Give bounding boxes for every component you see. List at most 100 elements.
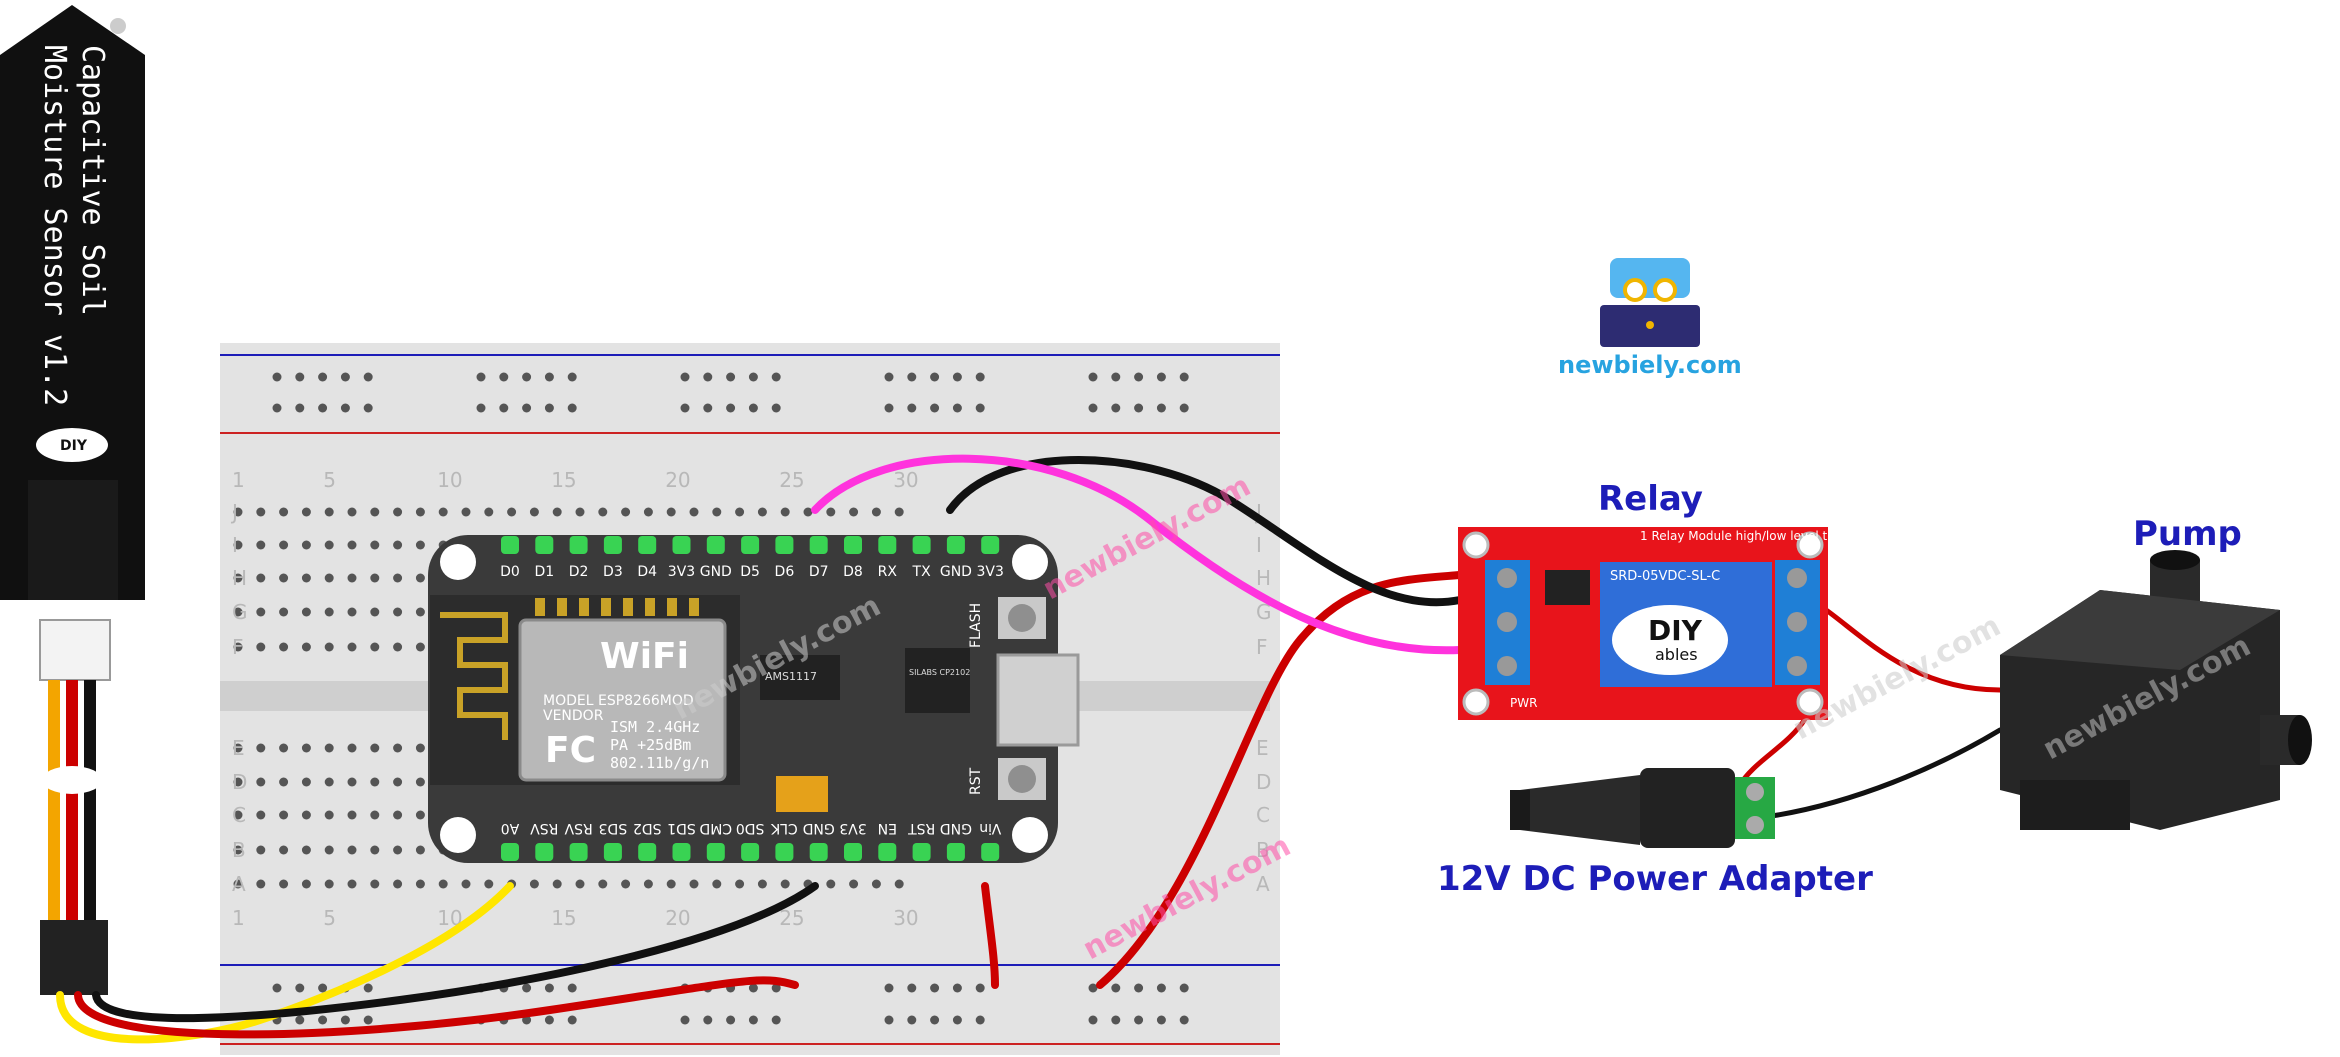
- pin-label-bottom: GND: [803, 820, 835, 836]
- power-rail-hole: [340, 372, 350, 382]
- header-pin: [981, 536, 1000, 554]
- breadboard-hole: [233, 810, 243, 820]
- header-pin: [501, 536, 519, 554]
- power-rail-hole: [1088, 983, 1098, 993]
- breadboard-hole: [393, 540, 403, 550]
- power-rail-hole: [363, 983, 373, 993]
- wire-magenta-signal: [811, 454, 1464, 655]
- breadboard-hole: [256, 642, 266, 652]
- wifi-logo-text: WiFi: [600, 636, 689, 677]
- adapter-label: 12V DC Power Adapter: [1437, 859, 1873, 899]
- dc-power-adapter: [1510, 768, 1775, 848]
- power-rail-hole: [907, 1015, 917, 1025]
- breadboard-hole: [324, 540, 334, 550]
- power-rail-hole: [499, 403, 509, 413]
- row-letter: D: [232, 770, 247, 794]
- power-rail-hole: [703, 1015, 713, 1025]
- pin-label-bottom: RSV: [564, 820, 593, 836]
- header-pin: [535, 843, 554, 861]
- power-rail-hole: [884, 403, 894, 413]
- header-pin: [912, 536, 931, 554]
- power-rail-hole: [272, 983, 282, 993]
- power-rail-hole: [544, 1015, 554, 1025]
- column-number: 25: [779, 906, 804, 930]
- breadboard-hole: [324, 607, 334, 617]
- power-rail-hole: [930, 983, 940, 993]
- breadboard-hole: [484, 507, 494, 517]
- breadboard-hole: [780, 507, 790, 517]
- power-rail-hole: [1134, 983, 1144, 993]
- breadboard-hole: [393, 777, 403, 787]
- breadboard-hole: [370, 607, 380, 617]
- power-rail-hole: [884, 372, 894, 382]
- module-pad: [667, 598, 677, 616]
- header-pin: [775, 843, 794, 861]
- module-vendor-text: VENDOR: [543, 708, 604, 724]
- column-number: 30: [893, 906, 918, 930]
- breadboard-hole: [415, 642, 425, 652]
- breadboard-hole: [757, 507, 767, 517]
- power-rail-hole: [771, 1015, 781, 1025]
- row-letter: I: [1256, 533, 1262, 557]
- flash-button: [998, 597, 1046, 639]
- power-rail-hole: [1134, 1015, 1144, 1025]
- breadboard-hole: [256, 540, 266, 550]
- power-rail-hole: [363, 403, 373, 413]
- breadboard-hole: [324, 642, 334, 652]
- relay-part-text: SRD-05VDC-SL-C: [1610, 569, 1720, 584]
- row-letter: C: [1256, 803, 1270, 827]
- breadboard-hole: [370, 743, 380, 753]
- power-rail-hole: [522, 983, 532, 993]
- breadboard-hole: [666, 507, 676, 517]
- breadboard-hole: [393, 573, 403, 583]
- power-rail-hole: [476, 403, 486, 413]
- breadboard-hole: [347, 845, 357, 855]
- module-pad: [689, 598, 699, 616]
- pin-label-top: 3V3: [668, 564, 695, 580]
- wire-red-vin: [981, 882, 999, 989]
- fc-mark: FC: [545, 730, 596, 771]
- breadboard-hole: [370, 540, 380, 550]
- power-rail-hole: [884, 983, 894, 993]
- breadboard-hole: [347, 540, 357, 550]
- column-number: 10: [437, 468, 462, 492]
- power-rail-hole: [544, 403, 554, 413]
- column-number: 5: [323, 468, 336, 492]
- header-pin: [569, 843, 588, 861]
- esp8266-board: WiFi MODEL ESP8266MOD VENDOR FC ISM 2.4G…: [428, 535, 1080, 863]
- row-letter: B: [232, 838, 246, 862]
- breadboard-hole: [393, 845, 403, 855]
- breadboard-hole: [803, 507, 813, 517]
- power-rail-hole: [318, 403, 328, 413]
- breadboard-hole: [347, 879, 357, 889]
- breadboard-hole: [256, 845, 266, 855]
- pin-label-top: RX: [878, 564, 898, 580]
- breadboard-hole: [324, 777, 334, 787]
- row-letter: F: [1256, 635, 1268, 659]
- power-rail-hole: [884, 1015, 894, 1025]
- breadboard-hole: [415, 845, 425, 855]
- breadboard-hole: [347, 777, 357, 787]
- pin-label-bottom: EN: [878, 820, 897, 836]
- header-pin: [706, 536, 725, 554]
- module-pad: [645, 598, 655, 616]
- breadboard-hole: [301, 642, 311, 652]
- power-rail-hole: [567, 1015, 577, 1025]
- row-letter: F: [232, 635, 244, 659]
- breadboard-hole: [256, 777, 266, 787]
- power-rail-hole: [272, 403, 282, 413]
- power-rail-hole: [748, 1015, 758, 1025]
- pin-label-top: D6: [775, 564, 795, 580]
- breadboard-hole: [324, 810, 334, 820]
- relay-module: DIY ables SRD-05VDC-SL-C 1 Relay Module …: [1458, 527, 1863, 720]
- breadboard-hole: [370, 507, 380, 517]
- breadboard-hole: [826, 879, 836, 889]
- power-rail-hole: [930, 1015, 940, 1025]
- header-pin: [981, 843, 1000, 861]
- power-rail-hole: [567, 983, 577, 993]
- power-rail-hole: [1156, 1015, 1166, 1025]
- breadboard-hole: [347, 743, 357, 753]
- power-rail-hole: [1111, 372, 1121, 382]
- power-rail-hole: [1179, 372, 1189, 382]
- row-letter: E: [232, 736, 245, 760]
